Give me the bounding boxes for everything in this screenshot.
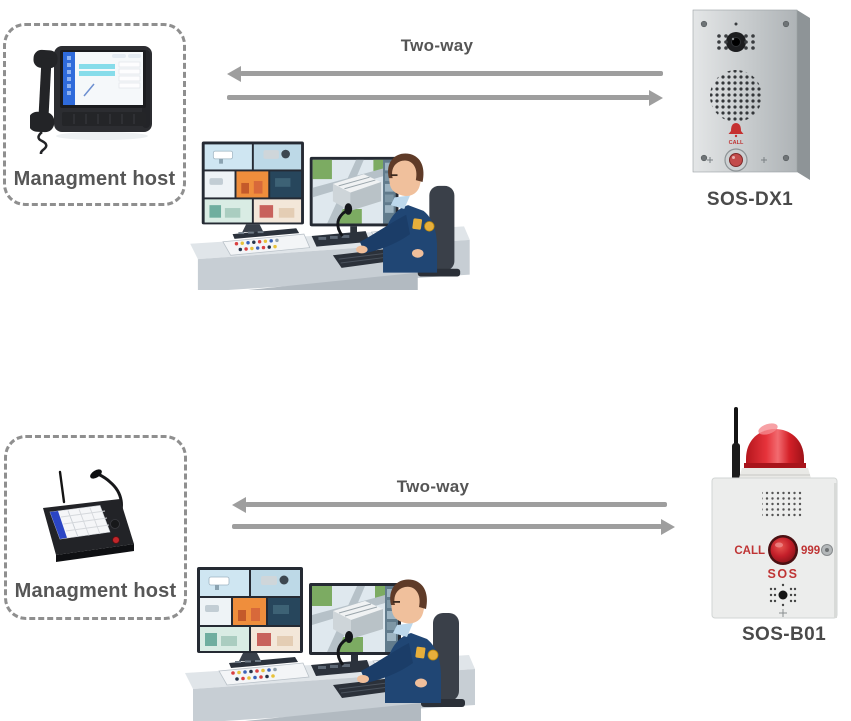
- bottom-host-label: Managment host: [14, 580, 177, 602]
- camera-module: [717, 32, 755, 52]
- call-button: [724, 148, 748, 172]
- sos-dx1-label: SOS-DX1: [706, 189, 794, 210]
- phone-handset: [30, 49, 58, 133]
- microphone-holes: [769, 583, 797, 607]
- beacon-light: [737, 423, 813, 485]
- top-connection-label: Two-way: [400, 36, 474, 55]
- top-host-label: Managment host: [13, 168, 176, 190]
- speaker-grille: [710, 70, 762, 122]
- b01-999-text: 999: [801, 545, 820, 557]
- ip-phone-illustration: [30, 46, 152, 154]
- b01-call-text: CALL: [734, 545, 765, 557]
- dx1-call-text: CALL: [729, 140, 744, 146]
- bottom-arrow-to-host-icon: [245, 502, 667, 507]
- call-indicator: CALL: [728, 123, 744, 146]
- bottom-arrow-to-device-icon: [232, 524, 662, 529]
- sos-b01-illustration: CALL 999 SOS: [711, 407, 838, 619]
- corner-screws: [700, 20, 790, 162]
- sos-b01-label: SOS-B01: [741, 624, 827, 645]
- paging-console-illustration: [43, 469, 134, 562]
- speaker-grille: [762, 489, 804, 517]
- control-room-illustration-bottom: [185, 553, 475, 721]
- top-arrow-to-device-icon: [227, 95, 650, 100]
- top-arrow-to-host-icon: [240, 71, 663, 76]
- antenna: [732, 407, 740, 481]
- call-button-row: CALL 999: [734, 535, 833, 565]
- control-room-illustration-top: [190, 128, 470, 290]
- bottom-connection-label: Two-way: [396, 477, 470, 496]
- b01-sos-text: SOS: [768, 567, 799, 581]
- sos-dx1-illustration: CALL: [692, 9, 810, 180]
